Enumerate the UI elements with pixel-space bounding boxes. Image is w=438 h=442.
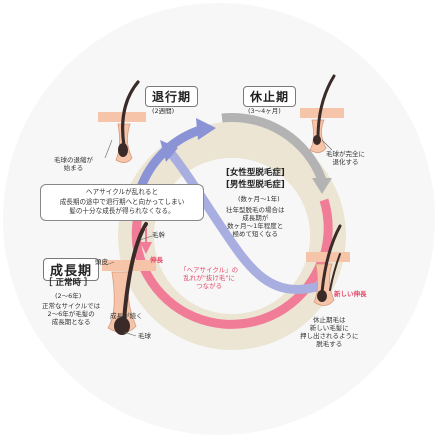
- regression-duration: (2週間): [152, 107, 175, 115]
- rest-arc: [221, 112, 327, 182]
- growth-continues-label: 成長が続く: [110, 312, 143, 320]
- growth-duration: (2〜6年): [55, 292, 82, 300]
- callout-box: ヘアサイクルが乱れると 成長期の途中で退行期へと向かってしまい 髪の十分な成長が…: [40, 184, 204, 221]
- new-growth-label: 新しい伸長: [334, 290, 367, 298]
- hair-growth: [102, 222, 156, 335]
- bulb-label: 毛球: [138, 332, 151, 340]
- hair-stem-label: 毛幹: [152, 231, 165, 239]
- regression-title: 退行期: [145, 86, 199, 107]
- label-line: 休止期毛は: [313, 316, 346, 324]
- female-pattern-title: [女性型脱毛症]: [226, 168, 285, 178]
- male-pattern-title: [男性型脱毛症]: [226, 180, 285, 190]
- pattern-duration: (数ヶ月〜1年): [238, 195, 280, 203]
- growth-desc-line: 正常なサイクルでは: [42, 302, 101, 310]
- hair-rest: [300, 74, 344, 153]
- rest-duration: (3〜4ヶ月): [248, 107, 281, 115]
- disorder-line: つながる: [196, 282, 223, 291]
- growth-desc-line: 成長期となる: [51, 318, 91, 327]
- fully-regressed-label: 毛球が完全に 退化する: [326, 150, 365, 166]
- label-line: 毛球が完全に: [326, 150, 365, 158]
- label-line: 壮年型脱毛の場合は: [226, 206, 285, 214]
- rest-title: 休止期: [243, 86, 297, 107]
- label-line: 退化する: [332, 158, 359, 167]
- disorder-arrowhead: [160, 140, 178, 162]
- regression-arrowhead: [196, 118, 216, 140]
- rest-arrowhead: [312, 178, 332, 194]
- hair-regression-start: [98, 80, 146, 163]
- label-line: 押し出されるように: [300, 332, 359, 341]
- growth-desc-line: 2〜6年が毛髪の: [47, 310, 95, 319]
- label-line: 新しい毛髪に: [309, 324, 349, 333]
- regression-arc: [135, 125, 202, 192]
- bulb-decline-label: 毛球の退縮が 始まる: [54, 156, 93, 172]
- label-line: 脱毛する: [316, 340, 343, 349]
- label-line: 毛球の退縮が: [54, 156, 93, 164]
- callout-line: ヘアサイクルが乱れると: [85, 188, 159, 196]
- callout-line: 髪の十分な成長が得られなくなる。: [69, 207, 175, 216]
- growth-desc: 正常なサイクルでは 2〜6年が毛髪の 成長期となる: [42, 302, 100, 326]
- disorder-arrow: [165, 147, 325, 294]
- scalp-label: 頭皮: [95, 258, 108, 266]
- growth-title: 成長期: [43, 258, 100, 281]
- label-line: 極めて短くなる: [232, 230, 279, 239]
- label-line: 成長期が: [242, 214, 269, 223]
- rest-hair-note: 休止期毛は 新しい毛髪に 押し出されるように 脱毛する: [300, 316, 359, 349]
- growth-arrow-label: 伸長: [150, 256, 163, 264]
- hair-new-growth: [306, 224, 350, 306]
- growth-subtitle: ［ 正常時 ］: [44, 278, 93, 288]
- label-line: 始まる: [63, 164, 84, 173]
- disorder-note: 「ヘアサイクル」の 乱れが"抜け毛"に つながる: [180, 266, 238, 290]
- label-line: 数ヶ月〜1年程度と: [227, 222, 284, 231]
- pattern-desc: 壮年型脱毛の場合は 成長期が 数ヶ月〜1年程度と 極めて短くなる: [226, 206, 285, 239]
- callout-line: 成長期の途中で退行期へと向かってしまい: [59, 197, 185, 206]
- disorder-line: 乱れが"抜け毛"に: [183, 274, 235, 283]
- disorder-line: 「ヘアサイクル」の: [180, 266, 239, 274]
